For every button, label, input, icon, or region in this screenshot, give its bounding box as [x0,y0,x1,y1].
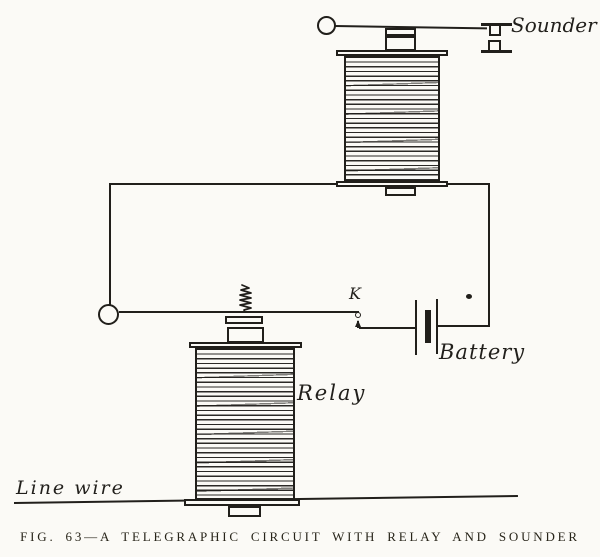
retractile-spring [236,283,254,313]
loop-right-wire [488,183,490,327]
relay-armature-wire [119,311,359,313]
sounder-stop-upper-contact [489,26,501,36]
key-stem [357,321,359,328]
sounder-coil-flange-top [336,50,448,56]
sounder-stop-bottom-bar [481,50,512,53]
sounder-label: Sounder [511,13,597,37]
sounder-stop-top-bar [481,23,512,26]
battery-label: Battery [439,340,526,364]
relay-armature [225,316,263,324]
relay-terminal-circle [98,304,119,325]
key-label: K [349,284,361,303]
relay-core-top [227,327,264,343]
battery-plate-long-2 [436,299,438,354]
ink-dot-artifact [466,294,472,299]
sounder-armature [385,28,416,36]
battery-wire-right [438,325,490,327]
figure-caption: FIG. 63—A TELEGRAPHIC CIRCUIT WITH RELAY… [20,529,580,544]
relay-coil-body [195,348,295,500]
sounder-stop-lower-contact [488,40,501,50]
relay-core-bottom [228,506,261,517]
key-upper-contact [355,312,361,318]
sounder-core-top [385,36,416,51]
relay-coil-flange-bottom [184,499,300,506]
battery-plate-long-1 [415,300,417,355]
loop-left-wire [109,183,111,305]
line-wire-label: Line wire [16,477,125,499]
relay-coil-flange-top [189,342,302,348]
relay-label: Relay [297,381,367,405]
sounder-coil-body [344,56,440,182]
battery-wire-left [359,327,415,329]
sounder-coil-flange-bottom [336,181,448,187]
loop-top-wire [109,183,490,185]
sounder-core-bottom [385,187,416,196]
battery-plate-short-thick [425,310,431,343]
sounder-pivot-circle [317,16,336,35]
